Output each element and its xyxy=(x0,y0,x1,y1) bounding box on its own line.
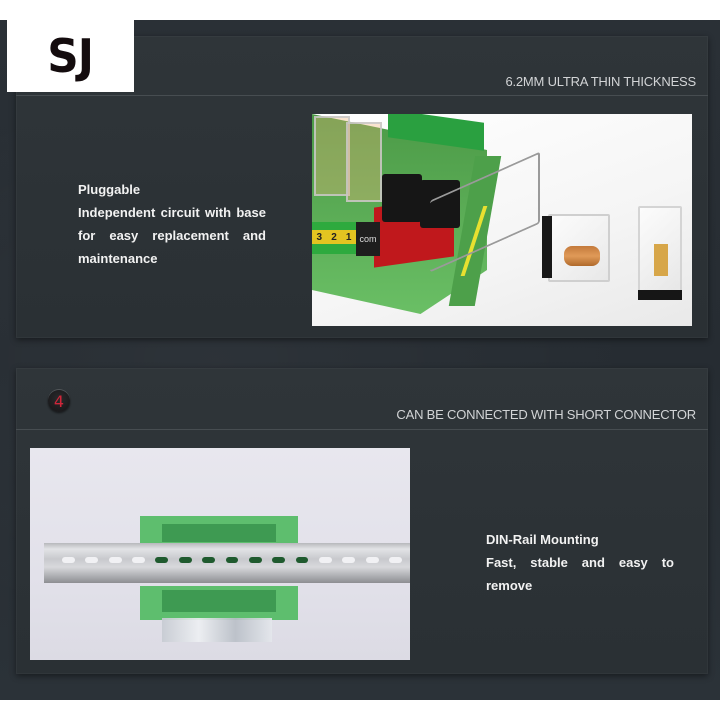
logo-text: SJ xyxy=(47,29,95,83)
module-housing-top xyxy=(140,516,298,546)
section-heading: 6.2MM ULTRA THIN THICKNESS xyxy=(505,74,696,89)
product-photo-din-rail xyxy=(30,448,410,660)
relay-socket xyxy=(382,174,422,222)
relay-socket xyxy=(420,180,460,228)
relay-installed xyxy=(314,116,350,196)
terminal-label: 3 xyxy=(316,231,323,243)
panel-header: 6.2MM ULTRA THIN THICKNESS xyxy=(16,36,708,96)
panel-header: 4 CAN BE CONNECTED WITH SHORT CONNECTOR xyxy=(16,368,708,430)
relay-removed xyxy=(638,206,682,300)
feature-description: Fast, stable and easy to remove xyxy=(486,555,674,593)
din-rail xyxy=(44,543,410,583)
brand-logo: SJ xyxy=(7,20,134,92)
terminal-label: 2 xyxy=(331,231,337,243)
product-photo-relay-module: 3 2 1 com xyxy=(312,114,692,326)
relay-removed xyxy=(542,214,610,282)
com-terminal: com xyxy=(356,222,380,256)
rail-slots xyxy=(62,557,402,567)
feature-panel-din-rail: 4 CAN BE CONNECTED WITH SHORT CONNECTOR … xyxy=(16,368,708,674)
relay-installed xyxy=(346,122,382,202)
section-number-badge: 4 xyxy=(48,390,70,412)
feature-text-block: Pluggable Independent circuit with base … xyxy=(78,178,266,270)
feature-text-block: DIN-Rail Mounting Fast, stable and easy … xyxy=(486,528,674,597)
feature-title: Pluggable xyxy=(78,182,141,197)
section-heading: CAN BE CONNECTED WITH SHORT CONNECTOR xyxy=(396,407,696,422)
mounting-block xyxy=(162,618,272,642)
terminal-labels: 3 2 1 xyxy=(312,230,356,244)
feature-description: Independent circuit with base for easy r… xyxy=(78,205,266,266)
module-housing-bottom xyxy=(140,586,298,620)
feature-title: DIN-Rail Mounting xyxy=(486,532,599,547)
terminal-label: 1 xyxy=(345,231,352,243)
